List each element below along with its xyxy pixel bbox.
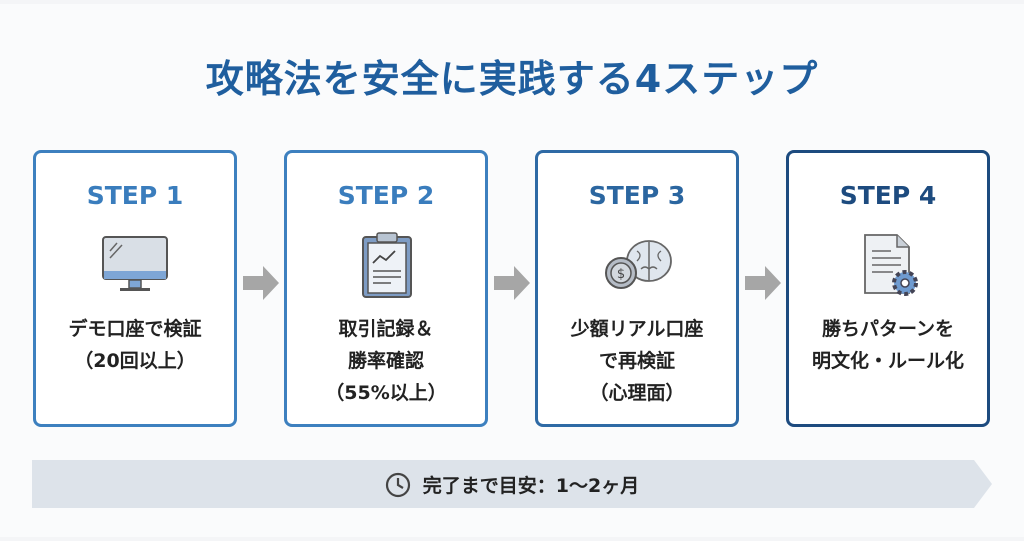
- step-label: STEP 2: [337, 181, 435, 210]
- clock-icon: [385, 472, 410, 497]
- document-gear-icon: [864, 234, 918, 296]
- description-line: で再検証: [598, 350, 675, 372]
- description-line: （心理面）: [589, 382, 685, 404]
- description-line: 勝率確認: [347, 350, 424, 372]
- svg-text:$: $: [617, 267, 625, 282]
- description-line: 取引記録＆: [338, 318, 434, 340]
- step-card-3: STEP 3 $ 少額リアル口座 で再検証 （心理面）: [535, 150, 739, 427]
- step-label: STEP 3: [588, 181, 686, 210]
- description-line: 勝ちパターンを: [821, 318, 955, 340]
- page-title: 攻略法を安全に実践する4ステップ: [205, 57, 819, 101]
- description-line: （55%以上）: [325, 382, 447, 404]
- step-card-2: STEP 2 取引記録＆ 勝率確認 （55%以上）: [284, 150, 488, 427]
- coin-brain-icon: $: [605, 240, 672, 289]
- timeline-summary: 完了まで目安：1〜2ヶ月: [0, 471, 1024, 498]
- step-label: STEP 4: [839, 181, 937, 210]
- description-line: 明文化・ルール化: [811, 350, 964, 372]
- arrow-right-icon: [494, 266, 530, 300]
- description-line: 少額リアル口座: [570, 318, 704, 340]
- step-label: STEP 1: [86, 181, 184, 210]
- step-description: 勝ちパターンを 明文化・ルール化: [789, 313, 987, 377]
- step-card-1: STEP 1 デモ口座で検証 （20回以上）: [33, 150, 237, 427]
- timeline-text: 完了まで目安：1〜2ヶ月: [422, 475, 640, 497]
- arrow-right-icon: [243, 266, 279, 300]
- step-description: 取引記録＆ 勝率確認 （55%以上）: [287, 313, 485, 409]
- step-description: デモ口座で検証 （20回以上）: [36, 313, 234, 377]
- description-line: デモ口座で検証: [68, 318, 202, 340]
- timeline-bar: [32, 460, 992, 508]
- clipboard-chart-icon: [362, 232, 412, 298]
- step-card-4: STEP 4 勝ちパターンを 明文化・ルール化: [786, 150, 990, 427]
- description-line: （20回以上）: [74, 350, 196, 372]
- arrow-right-icon: [745, 266, 781, 300]
- monitor-icon: [102, 236, 168, 291]
- step-description: 少額リアル口座 で再検証 （心理面）: [538, 313, 736, 409]
